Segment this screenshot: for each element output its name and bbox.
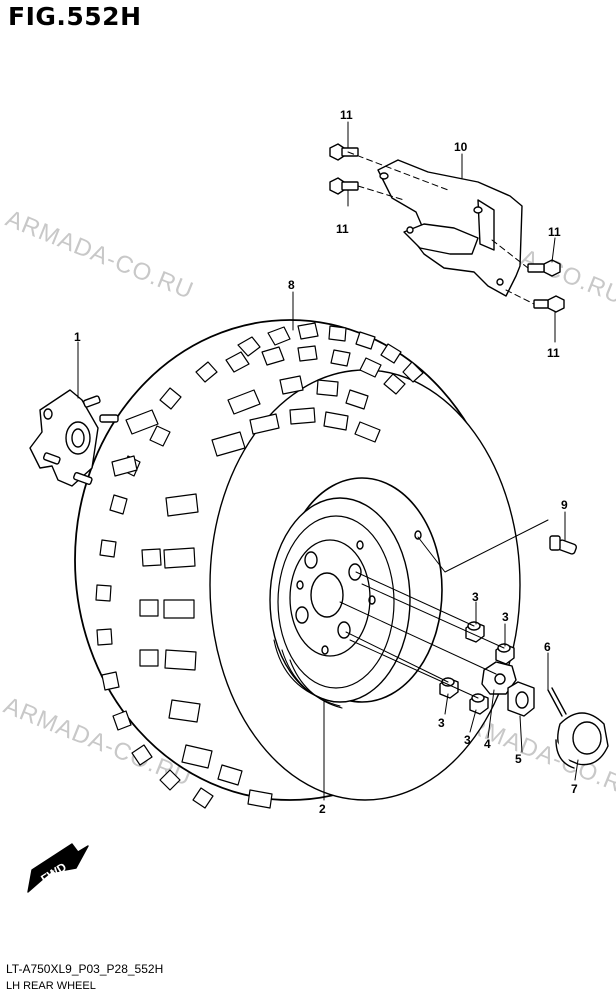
callout-bolt: 11 [548, 225, 561, 239]
leader-lines [77, 121, 579, 801]
callout-tire: 8 [288, 278, 295, 292]
diagram-code: LT-A750XL9_P03_P28_552H [6, 962, 164, 976]
callout-castle-nut: 5 [515, 752, 522, 766]
callout-bolt: 11 [340, 108, 353, 122]
bolts [329, 143, 565, 313]
callout-valve: 9 [561, 498, 568, 512]
callout-bolt: 11 [547, 346, 560, 360]
callout-bracket: 10 [454, 140, 468, 154]
hub-cap [555, 712, 609, 769]
callout-nut: 3 [502, 610, 509, 624]
wheel-hub [29, 389, 119, 487]
callout-nut: 3 [438, 716, 445, 730]
callout-wheel: 2 [319, 802, 326, 816]
bracket [377, 159, 523, 297]
callout-nut: 3 [464, 733, 471, 747]
castle-nut [507, 681, 535, 717]
callout-nut: 3 [472, 590, 479, 604]
callout-bolt: 11 [336, 222, 349, 236]
fwd-arrow [27, 843, 89, 893]
diagram-caption: LH REAR WHEEL [6, 980, 96, 992]
valve [549, 535, 578, 555]
callout-hub: 1 [74, 330, 81, 344]
callout-cotter-pin: 6 [544, 640, 551, 654]
callout-washer: 4 [484, 737, 491, 751]
figure-title: FIG.552H [8, 2, 142, 31]
callout-hub-cap: 7 [571, 782, 578, 796]
cotter-pin [547, 687, 567, 717]
wheel-rim [269, 477, 443, 709]
